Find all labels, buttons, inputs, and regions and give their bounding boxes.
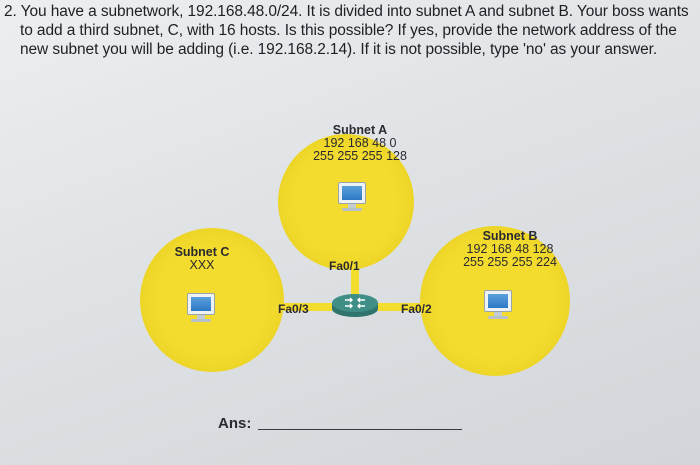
computer-monitor-icon [338, 182, 366, 212]
subnet-a-mask: 255 255 255 128 [313, 149, 407, 163]
port-label-fa02: Fa0/2 [401, 302, 432, 316]
subnet-c-label: Subnet C XXX [160, 246, 244, 272]
subnet-b-label: Subnet B 192 168 48 128 255 255 255 224 [440, 230, 580, 269]
subnet-a-label: Subnet A 192 168 48 0 255 255 255 128 [300, 124, 420, 163]
question-text: 2. You have a subnetwork, 192.168.48.0/2… [0, 2, 690, 59]
question-line-3: new subnet you will be adding (i.e. 192.… [20, 41, 658, 58]
subnet-c-name: Subnet C [174, 245, 230, 259]
subnet-a-address: 192 168 48 0 [323, 136, 397, 150]
answer-label: Ans: [218, 415, 252, 432]
question-line-2: to add a third subnet, C, with 16 hosts.… [20, 22, 677, 39]
link-fa02 [378, 303, 428, 311]
port-label-fa03: Fa0/3 [278, 302, 309, 316]
subnet-b-address: 192 168 48 128 [466, 242, 554, 256]
link-fa01 [351, 262, 359, 302]
link-fa03 [276, 303, 332, 311]
subnet-b-mask: 255 255 255 224 [463, 255, 557, 269]
computer-monitor-icon [484, 290, 512, 320]
question-line-1: 2. You have a subnetwork, 192.168.48.0/2… [4, 3, 689, 20]
answer-blank[interactable] [258, 429, 462, 430]
router-icon [332, 294, 378, 320]
subnet-b-name: Subnet B [482, 229, 538, 243]
port-label-fa01: Fa0/1 [329, 259, 360, 273]
subnet-c-address: XXX [189, 258, 215, 272]
subnet-a-name: Subnet A [332, 123, 388, 137]
computer-monitor-icon [187, 293, 215, 323]
